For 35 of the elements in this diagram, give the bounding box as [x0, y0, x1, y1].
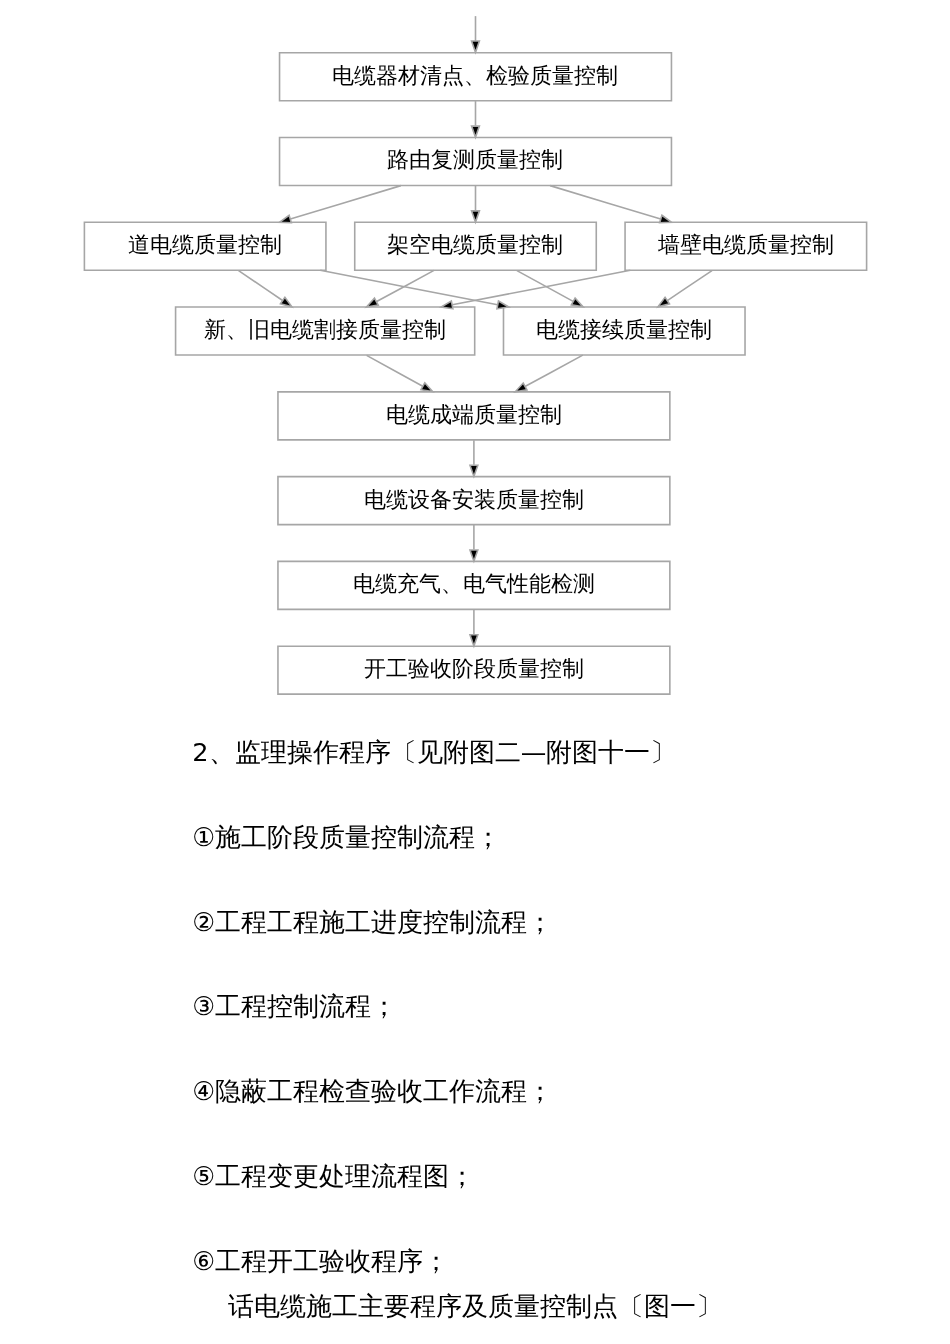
node-box: 电缆接续质量控制 — [502, 306, 746, 356]
arrow — [363, 269, 435, 309]
caption: 话电缆施工主要程序及质量控制点〔图一〕 — [228, 1290, 722, 1321]
arrow — [515, 269, 585, 309]
node-box: 新、旧电缆割接质量控制 — [174, 306, 475, 356]
arrow — [512, 354, 584, 393]
arrow — [365, 354, 435, 393]
label: ⑥工程开工验收程序； — [191, 1245, 449, 1276]
arrow — [468, 524, 479, 564]
node-box: 墙壁电缆质量控制 — [623, 221, 867, 272]
arrow — [469, 185, 481, 225]
arrow — [318, 269, 511, 310]
arrow — [469, 15, 481, 55]
node-box: 道电缆质量控制 — [83, 221, 327, 272]
arrow — [468, 439, 479, 479]
label: ③工程控制流程； — [191, 991, 397, 1022]
node-box: 电缆充气、电气性能检测 — [276, 560, 671, 611]
arrow — [469, 100, 481, 140]
label: ①施工阶段质量控制流程； — [191, 821, 501, 852]
label: ⑤工程变更处理流程图； — [191, 1160, 475, 1191]
label: ②工程工程施工进度控制流程； — [191, 906, 553, 937]
arrow — [276, 184, 402, 224]
arrow — [237, 269, 294, 309]
node-box: 路由复测质量控制 — [278, 136, 672, 187]
arrow — [438, 269, 631, 310]
label: ④隐蔽工程检查验收工作流程； — [191, 1076, 553, 1107]
node-box: 电缆器材清点、检验质量控制 — [278, 51, 672, 102]
arrow — [468, 608, 479, 649]
node-box: 开工验收阶段质量控制 — [276, 645, 671, 695]
node-box: 电缆设备安装质量控制 — [276, 475, 671, 526]
arrow — [548, 184, 674, 224]
node-box: 电缆成端质量控制 — [276, 391, 671, 441]
node-box: 架空电缆质量控制 — [353, 221, 597, 272]
arrow — [655, 269, 713, 309]
label: 2、监理操作程序〔见附图二—附图十一〕 — [191, 737, 676, 768]
